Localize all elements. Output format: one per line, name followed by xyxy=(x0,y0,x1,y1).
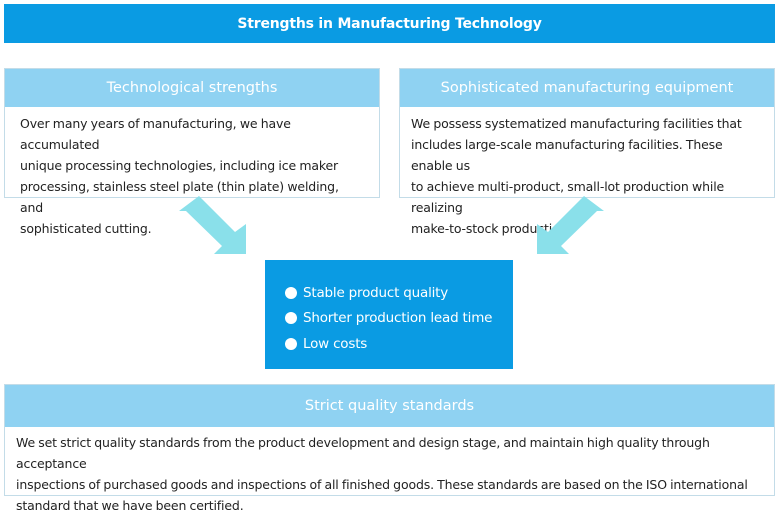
results-box: Stable product quality Shorter productio… xyxy=(265,260,513,369)
result-item: Stable product quality xyxy=(285,280,513,306)
page-title: Strengths in Manufacturing Technology xyxy=(4,4,775,43)
technological-strengths-text: Over many years of manufacturing, we hav… xyxy=(5,107,379,239)
left-arrow-icon xyxy=(179,196,246,254)
flow-arrows xyxy=(179,196,604,254)
quality-standards-heading: Strict quality standards xyxy=(5,385,774,427)
text-line: to achieve multi-product, small-lot prod… xyxy=(411,179,725,215)
result-label: Stable product quality xyxy=(303,284,449,301)
manufacturing-equipment-box: Sophisticated manufacturing equipment We… xyxy=(399,68,775,236)
text-line: We possess systematized manufacturing fa… xyxy=(411,116,742,131)
text-line: Over many years of manufacturing, we hav… xyxy=(20,116,291,152)
bullet-circle-icon xyxy=(285,312,297,325)
technological-strengths-box: Technological strengths Over many years … xyxy=(4,68,380,236)
text-line: make-to-stock production. xyxy=(411,221,572,236)
text-line: We set strict quality standards from the… xyxy=(16,435,710,471)
text-line: unique processing technologies, includin… xyxy=(20,158,339,173)
technological-strengths-heading: Technological strengths xyxy=(5,69,379,107)
result-item: Shorter production lead time xyxy=(285,306,513,332)
text-line: inspections of purchased goods and inspe… xyxy=(16,477,748,492)
text-line: standard that we have been certified. xyxy=(16,498,244,513)
bullet-circle-icon xyxy=(285,337,297,350)
result-label: Low costs xyxy=(303,335,368,352)
manufacturing-equipment-text: We possess systematized manufacturing fa… xyxy=(400,107,774,239)
text-line: includes large-scale manufacturing facil… xyxy=(411,137,723,173)
result-label: Shorter production lead time xyxy=(303,310,493,327)
text-line: processing, stainless steel plate (thin … xyxy=(20,179,339,215)
text-line: sophisticated cutting. xyxy=(20,221,152,236)
bullet-circle-icon xyxy=(285,286,297,299)
result-item: Low costs xyxy=(285,331,513,357)
quality-standards-box: Strict quality standards We set strict q… xyxy=(4,384,775,513)
manufacturing-equipment-heading: Sophisticated manufacturing equipment xyxy=(400,69,774,107)
quality-standards-text: We set strict quality standards from the… xyxy=(5,427,774,516)
right-arrow-icon xyxy=(537,196,604,254)
